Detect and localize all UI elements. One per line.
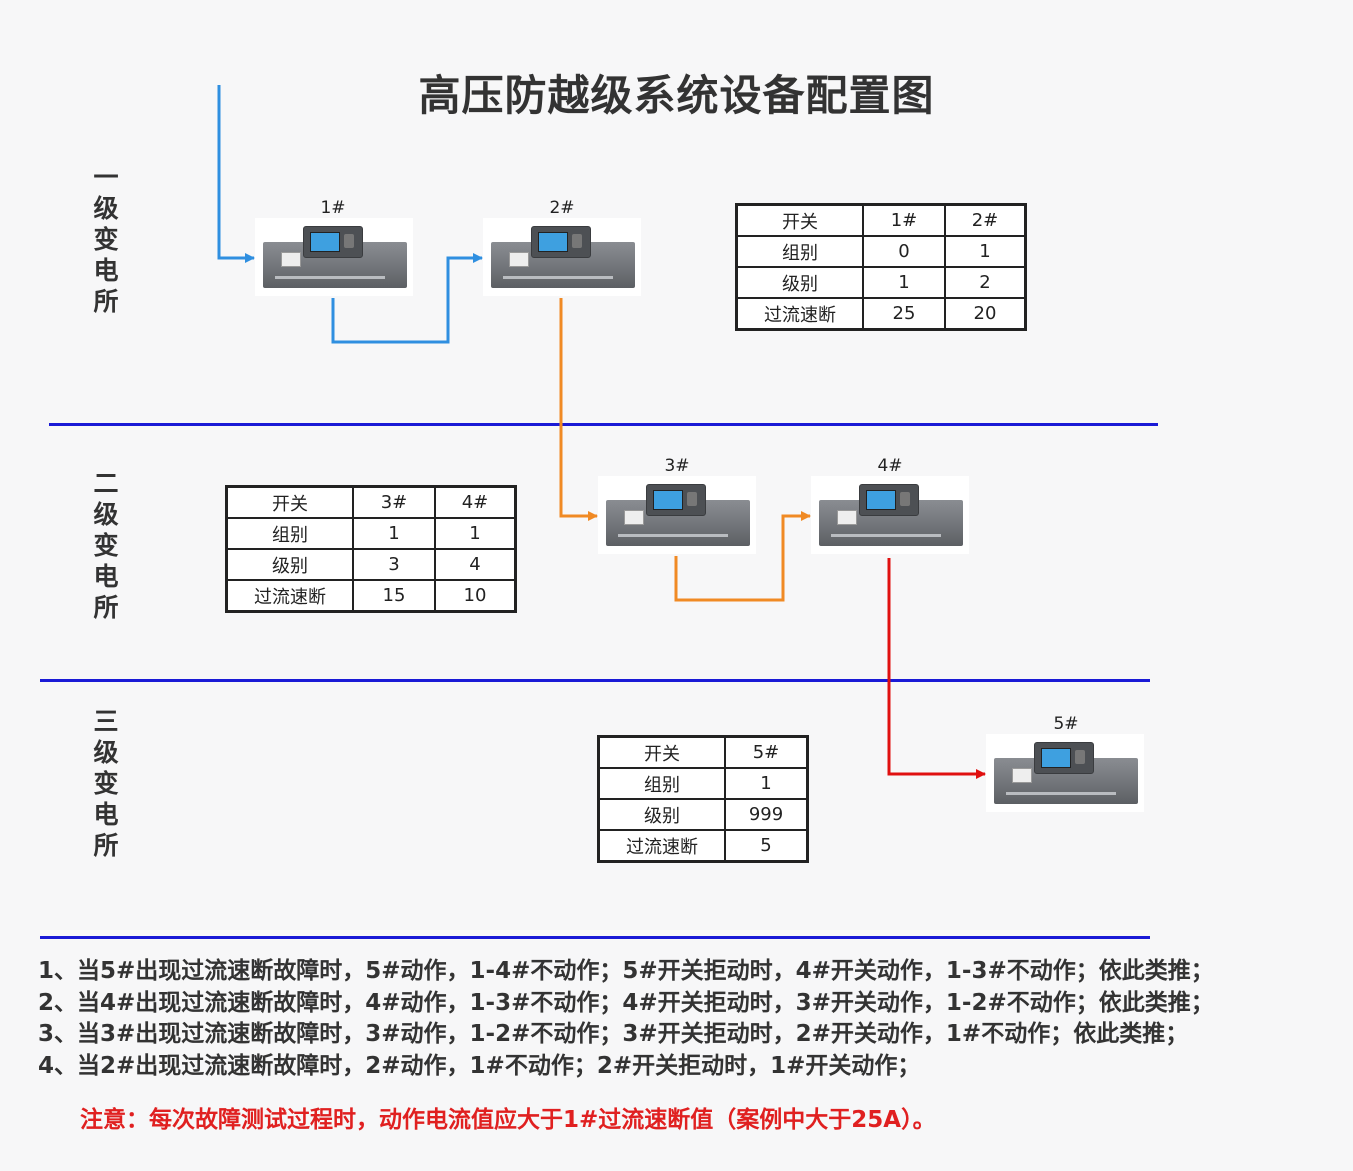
protection-device-3[interactable]	[598, 476, 756, 554]
table-cell: 4	[434, 548, 517, 581]
line-3-to-4	[674, 511, 811, 602]
table-cell: 级别	[597, 798, 726, 831]
table-header-cell: 4#	[434, 485, 517, 519]
table-cell: 级别	[735, 266, 864, 299]
table-cell: 1	[352, 517, 436, 550]
table-cell: 3	[352, 548, 436, 581]
table-cell: 级别	[225, 548, 354, 581]
table-cell: 25	[862, 297, 946, 331]
protection-device-2[interactable]	[483, 218, 641, 296]
divider-2	[40, 679, 1150, 682]
protection-device-1[interactable]	[255, 218, 413, 296]
note-line: 4、当2#出现过流速断故障时，2#动作，1#不动作；2#开关拒动时，1#开关动作…	[38, 1052, 921, 1079]
level-label-3: 三级变电所	[93, 707, 119, 860]
level-label-2: 二级变电所	[93, 469, 119, 622]
table-header-cell: 开关	[225, 485, 354, 519]
warning-note: 注意：每次故障测试过程时，动作电流值应大于1#过流速断值（案例中大于25A）。	[80, 1107, 936, 1133]
table-cell: 1	[724, 767, 809, 800]
table-cell: 5	[724, 829, 809, 863]
level-label-1: 一级变电所	[93, 163, 119, 316]
divider-1	[49, 423, 1158, 426]
table-cell: 组别	[735, 235, 864, 268]
note-line: 3、当3#出现过流速断故障时，3#动作，1-2#不动作；3#开关拒动时，2#开关…	[38, 1021, 1189, 1047]
table-cell: 10	[434, 579, 517, 613]
table-cell: 0	[862, 235, 946, 268]
table-cell: 过流速断	[597, 829, 726, 863]
table-header-cell: 开关	[735, 203, 864, 237]
protection-device-5[interactable]	[986, 734, 1144, 812]
table-header-cell: 3#	[352, 485, 436, 519]
table-cell: 1	[944, 235, 1027, 268]
note-line: 1、当5#出现过流速断故障时，5#动作，1-4#不动作；5#开关拒动时，4#开关…	[38, 958, 1214, 984]
device-1-label: 1#	[320, 198, 346, 218]
note-line: 2、当4#出现过流速断故障时，4#动作，1-3#不动作；4#开关拒动时，3#开关…	[38, 989, 1214, 1016]
table-header-cell: 2#	[944, 203, 1027, 237]
table-cell: 过流速断	[225, 579, 354, 613]
table-header-cell: 开关	[597, 735, 726, 769]
device-2-label: 2#	[549, 198, 575, 218]
notes-block: 1、当5#出现过流速断故障时，5#动作，1-4#不动作；5#开关拒动时，4#开关…	[38, 956, 1214, 1082]
table-cell: 15	[352, 579, 436, 613]
table-cell: 1	[434, 517, 517, 550]
protection-device-4[interactable]	[811, 476, 969, 554]
line-4-to-5	[887, 558, 986, 779]
device-4-label: 4#	[877, 456, 903, 476]
diagram-title: 高压防越级系统设备配置图	[418, 71, 935, 120]
device-5-label: 5#	[1053, 714, 1079, 734]
table-cell: 组别	[225, 517, 354, 550]
table-cell: 组别	[597, 767, 726, 800]
table-header-cell: 5#	[724, 735, 809, 769]
table-cell: 过流速断	[735, 297, 864, 331]
table-header-cell: 1#	[862, 203, 946, 237]
divider-3	[40, 936, 1150, 939]
line-2-to-3	[559, 298, 598, 521]
table-cell: 2	[944, 266, 1027, 299]
feed-line-to-1	[217, 85, 255, 263]
table-cell: 1	[862, 266, 946, 299]
table-cell: 20	[944, 297, 1027, 331]
device-3-label: 3#	[664, 456, 690, 476]
table-cell: 999	[724, 798, 809, 831]
line-1-to-2	[331, 253, 483, 344]
